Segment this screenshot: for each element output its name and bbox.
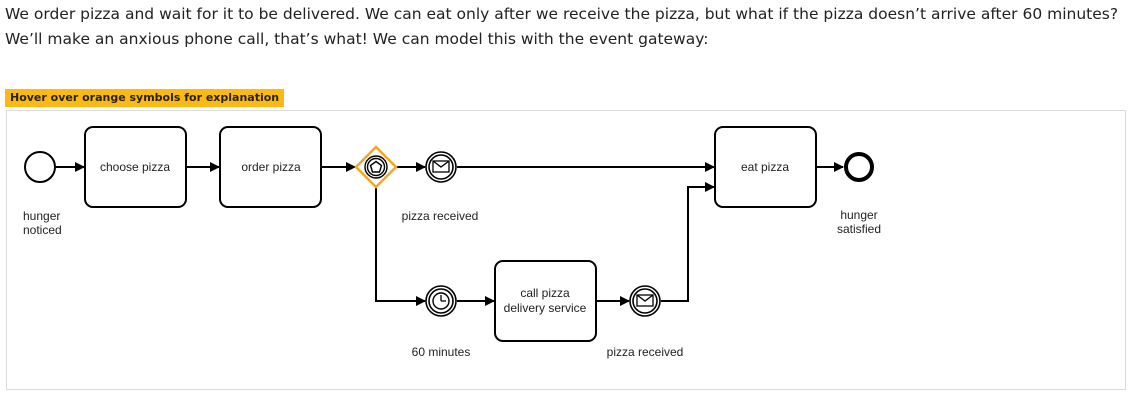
task-call-label-line1: call pizza (520, 286, 570, 300)
timer-label: 60 minutes (412, 345, 471, 359)
task-eat-pizza (714, 126, 817, 208)
intro-paragraph: We order pizza and wait for it to be del… (5, 5, 1119, 48)
timer-catch-event[interactable] (425, 285, 457, 317)
event-based-gateway-icon[interactable] (354, 145, 398, 189)
end-event-label-line1: hunger (840, 208, 877, 222)
task-call-pizza-delivery (494, 260, 597, 342)
bpmn-diagram-canvas: hunger noticed choose pizza order pizza … (6, 110, 1126, 390)
task-choose-pizza-label: choose pizza (100, 160, 170, 174)
task-order-pizza (219, 126, 322, 208)
end-event-icon (844, 152, 874, 182)
message-catch-event-upper[interactable] (425, 151, 457, 183)
task-call-label-line2: delivery service (504, 301, 587, 315)
task-order-pizza-label: order pizza (241, 160, 301, 174)
message-icon (636, 294, 654, 307)
pizza-received-label-lower: pizza received (607, 345, 684, 359)
bpmn-diagram: hunger noticed choose pizza order pizza … (23, 126, 881, 359)
end-event-label-line2: satisfied (837, 222, 881, 236)
task-choose-pizza (84, 126, 187, 208)
task-eat-pizza-label: eat pizza (741, 160, 789, 174)
start-event-label-line1: hunger (23, 209, 60, 223)
flow-gateway-to-timer (375, 188, 426, 306)
flow-message-to-eat-lower (661, 182, 715, 302)
start-event-label-line2: noticed (23, 223, 62, 237)
hover-hint-banner: Hover over orange symbols for explanatio… (5, 89, 285, 107)
pizza-received-label-upper: pizza received (402, 209, 479, 223)
message-icon (432, 160, 450, 173)
sequence-flows (56, 162, 844, 306)
start-event-icon (24, 151, 56, 183)
timer-icon (432, 292, 450, 310)
message-catch-event-lower[interactable] (629, 285, 661, 317)
